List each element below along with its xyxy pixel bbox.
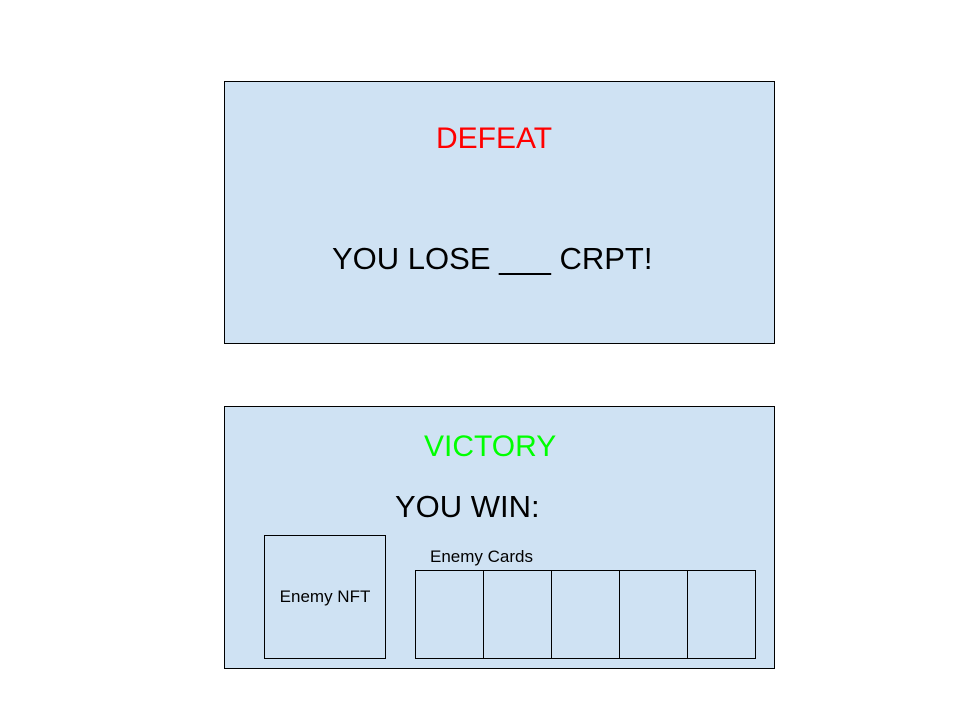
defeat-screen-panel: DEFEAT YOU LOSE ___ CRPT! [224, 81, 775, 344]
defeat-loss-message: YOU LOSE ___ CRPT! [332, 241, 653, 276]
enemy-nft-label: Enemy NFT [279, 587, 371, 606]
enemy-cards-label: Enemy Cards [430, 547, 533, 566]
enemy-card-slot [620, 571, 688, 658]
enemy-nft-box: Enemy NFT [264, 535, 386, 659]
victory-win-message: YOU WIN: [395, 489, 540, 524]
enemy-card-slot [688, 571, 755, 658]
enemy-card-slot [552, 571, 620, 658]
victory-screen-panel: VICTORY YOU WIN: Enemy NFT Enemy Cards [224, 406, 775, 669]
enemy-cards-row [415, 570, 756, 659]
enemy-card-slot [484, 571, 552, 658]
victory-title: VICTORY [424, 430, 557, 463]
defeat-title: DEFEAT [436, 122, 553, 155]
enemy-card-slot [416, 571, 484, 658]
